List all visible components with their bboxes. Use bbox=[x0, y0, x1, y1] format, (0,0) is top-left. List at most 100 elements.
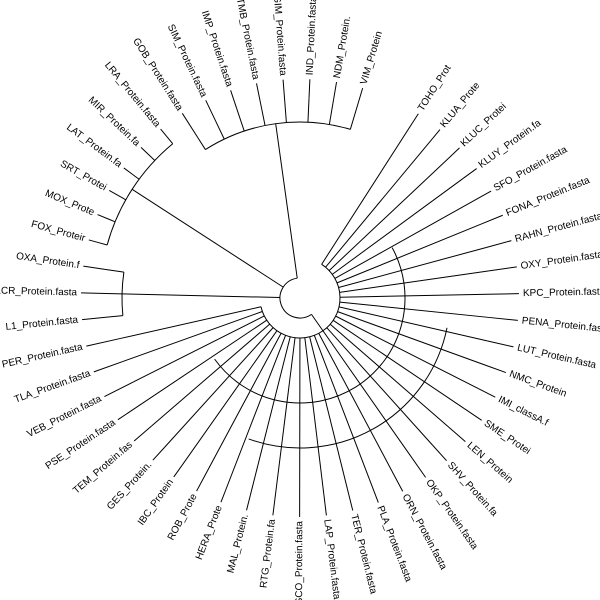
stem-c_cmy bbox=[131, 188, 284, 288]
tip-label-t11: NMC_Protein bbox=[508, 369, 568, 400]
tip-label-t13: SME_Protei bbox=[482, 418, 532, 457]
tip-branch-t3 bbox=[462, 168, 477, 179]
tip-branch-t6 bbox=[485, 240, 512, 249]
tip-label-t25: ROB_Prote bbox=[166, 492, 200, 543]
tip-branch-t18 bbox=[368, 478, 379, 503]
tip-branch-t8 bbox=[487, 293, 519, 295]
tip-branch-t2 bbox=[448, 147, 460, 159]
tip-label-t49: VIM_Protein bbox=[359, 30, 385, 86]
subbranch-t13 bbox=[332, 319, 465, 409]
tip-branch-t14 bbox=[447, 426, 466, 442]
stem-c_big bbox=[311, 314, 324, 332]
tip-branch-t7 bbox=[487, 266, 517, 272]
subbranch-t15 bbox=[326, 327, 433, 446]
clade-arc-c_d bbox=[121, 272, 125, 316]
subbranch-t32 bbox=[120, 306, 262, 339]
tip-branch-t9 bbox=[488, 316, 518, 321]
subbranch-t18 bbox=[313, 335, 370, 480]
tip-branch-t12 bbox=[478, 388, 496, 398]
subbranch-t3 bbox=[331, 178, 464, 275]
tip-branch-t42 bbox=[181, 113, 199, 139]
tip-label-t20: LAP_Protein.fasta bbox=[321, 519, 342, 600]
subbranch-t16 bbox=[322, 330, 413, 459]
subbranch-t45 bbox=[260, 103, 266, 126]
tip-branch-t48 bbox=[333, 81, 338, 99]
subbranch-t6 bbox=[338, 247, 486, 289]
subbranch-t0 bbox=[321, 122, 413, 265]
subbranch-t11 bbox=[337, 311, 489, 367]
tip-branch-t23 bbox=[246, 495, 251, 511]
tip-branch-t31 bbox=[93, 360, 124, 373]
stem-c_mbl bbox=[275, 123, 298, 279]
subbranch-t1 bbox=[325, 137, 434, 268]
subbranch-t48 bbox=[328, 98, 335, 125]
subbranch-t42 bbox=[197, 137, 206, 150]
subbranch-t30 bbox=[133, 315, 265, 383]
subbranch-t25 bbox=[200, 333, 282, 484]
tip-branch-t5 bbox=[481, 214, 503, 225]
tip-branch-t40 bbox=[140, 147, 153, 159]
subbranch-t35 bbox=[104, 268, 124, 273]
tip-label-t22: RTG_Protein.fa bbox=[258, 518, 278, 589]
tip-branch-t37 bbox=[97, 214, 110, 220]
subbranch-t10 bbox=[338, 306, 488, 342]
tip-branch-t20 bbox=[323, 494, 327, 516]
tip-branch-t36 bbox=[88, 239, 98, 243]
tip-branch-t43 bbox=[205, 100, 217, 122]
tip-label-t6: RAHN_Protein.fasta bbox=[514, 211, 600, 245]
subbranch-t40 bbox=[151, 157, 156, 161]
subbranch-t43 bbox=[215, 120, 225, 140]
tip-label-t38: SRT_Protei bbox=[58, 158, 108, 193]
tip-branch-t49 bbox=[357, 88, 364, 103]
tip-branch-t26 bbox=[173, 465, 183, 478]
subbranch-t46 bbox=[284, 102, 287, 123]
stem-c_d bbox=[122, 293, 281, 299]
tip-label-t1: KLUA_Prote bbox=[438, 80, 482, 130]
tip-branch-t41 bbox=[160, 128, 174, 145]
tip-label-t47: IND_Protein.fasta bbox=[305, 0, 320, 75]
clade-arc-c_mbl bbox=[205, 121, 351, 151]
tip-branch-t33 bbox=[82, 316, 111, 321]
tip-label-t35: OXA_Protein.f bbox=[15, 251, 80, 271]
tip-label-t24: HERA_Prote bbox=[194, 504, 225, 562]
subbranch-t12 bbox=[335, 315, 479, 390]
tip-label-t2: KLUC_Protei bbox=[459, 101, 509, 149]
tip-branch-t0 bbox=[411, 113, 419, 124]
tip-branch-t27 bbox=[152, 447, 165, 461]
subbranch-t8 bbox=[339, 293, 488, 298]
tip-branch-t22 bbox=[272, 498, 276, 516]
tip-label-t14: LEN_Protein bbox=[465, 440, 515, 485]
tip-label-t36: FOX_Proteir bbox=[30, 219, 87, 245]
tip-label-t45: TMB_Protein.fasta bbox=[234, 0, 261, 81]
tip-branch-t47 bbox=[308, 79, 311, 99]
tip-branch-t35 bbox=[83, 265, 105, 270]
subbranch-t2 bbox=[328, 157, 449, 271]
subbranch-t26 bbox=[181, 330, 278, 466]
subbranch-t23 bbox=[249, 336, 291, 496]
tip-branch-t32 bbox=[86, 337, 121, 347]
tip-label-t44: IMP_Protein.fasta bbox=[199, 9, 235, 88]
tip-branch-t16 bbox=[412, 458, 427, 478]
tip-branch-t28 bbox=[133, 425, 152, 442]
tip-label-t18: PLA_Protein.fasta bbox=[375, 504, 414, 584]
tip-branch-t25 bbox=[196, 482, 202, 492]
tip-label-t8: KPC_Protein.fasta bbox=[523, 287, 600, 300]
subbranch-t22 bbox=[274, 337, 296, 499]
tip-label-t12: IMI_classA.f bbox=[496, 394, 550, 429]
tip-label-t10: LUT_Protein.fasta bbox=[516, 343, 597, 372]
subbranch-t47 bbox=[307, 98, 310, 123]
tip-branch-t29 bbox=[117, 403, 143, 421]
clade-arc-c_big bbox=[260, 263, 341, 339]
tip-label-t31: TLA_Protein.fasta bbox=[13, 368, 92, 406]
subbranch-t29 bbox=[141, 319, 268, 404]
subbranch-t4 bbox=[334, 199, 475, 279]
tip-branch-t19 bbox=[346, 488, 354, 511]
tip-branch-t15 bbox=[432, 444, 447, 462]
tip-branch-t10 bbox=[487, 340, 514, 348]
subbranch-t39 bbox=[132, 174, 140, 180]
clade-arc-big-mid bbox=[248, 327, 448, 449]
tip-branch-t39 bbox=[123, 167, 133, 175]
subbranch-t19 bbox=[309, 336, 348, 489]
subbranch-t5 bbox=[336, 223, 482, 284]
